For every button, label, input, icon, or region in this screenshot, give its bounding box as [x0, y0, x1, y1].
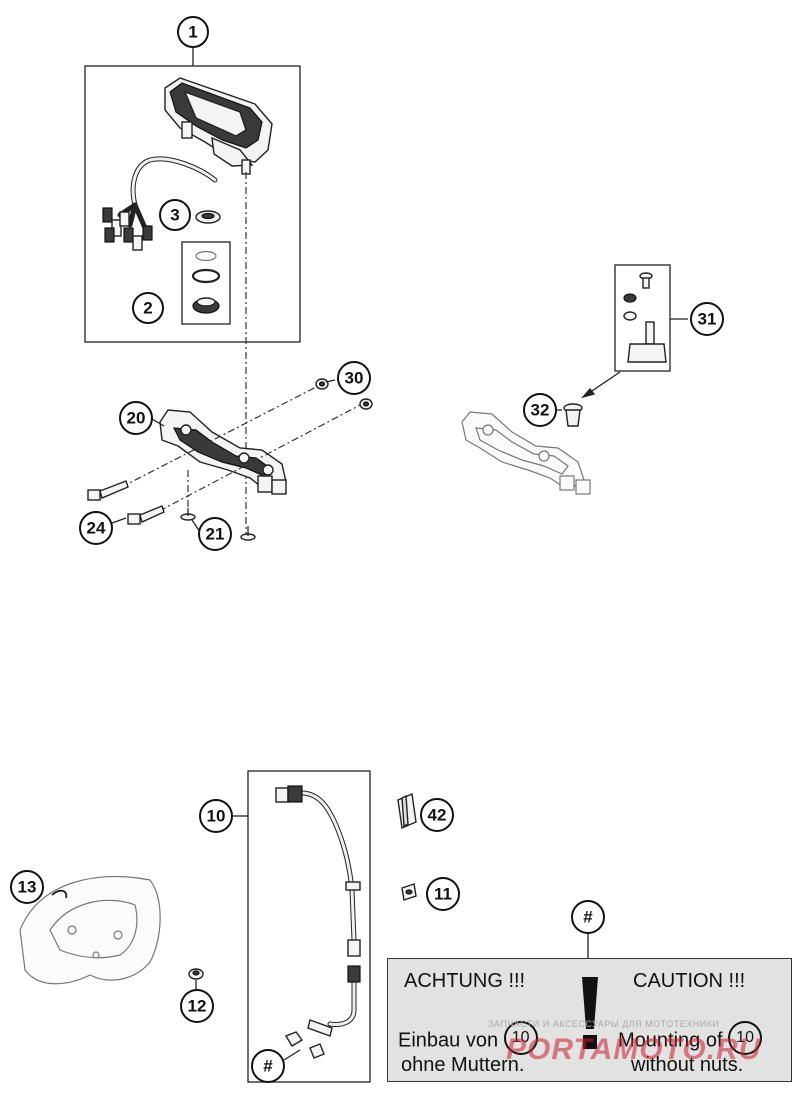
svg-text:11: 11 — [434, 885, 452, 904]
rubber-insert — [563, 403, 583, 427]
mounting-bracket-alt — [461, 411, 591, 495]
callout-11: 11 — [426, 877, 460, 911]
hex-bolt-lower — [127, 505, 165, 525]
exclamation-dot-icon — [583, 1035, 597, 1049]
svg-text:2: 2 — [143, 299, 152, 318]
assembly-frame-2 — [181, 241, 231, 325]
sensor-head — [307, 1019, 333, 1037]
svg-text:12: 12 — [188, 997, 207, 1016]
hex-bolt-upper — [87, 480, 129, 501]
cable-connector-top — [275, 785, 303, 803]
callout-10: 10 — [199, 799, 233, 833]
callout-hash-note: # — [571, 900, 605, 934]
assembly-frame-10 — [247, 770, 371, 1083]
warning-text-de-line1: Einbau von 10 — [398, 1021, 538, 1055]
watermark-logo: PORTAMOTO.RU — [506, 1033, 762, 1066]
callout-30: 30 — [337, 361, 371, 395]
caution-note: ACHTUNG !!! CAUTION !!! Einbau von 10 oh… — [387, 958, 792, 1082]
screw-lower — [240, 526, 256, 541]
o-ring-set — [191, 250, 221, 314]
mounting-bracket — [159, 409, 287, 495]
callout-3: 3 — [159, 199, 191, 231]
retaining-ring — [51, 889, 68, 899]
warning-title-en: CAUTION !!! — [633, 970, 746, 992]
callout-2: 2 — [132, 292, 164, 324]
svg-text:21: 21 — [206, 525, 225, 544]
callout-1: 1 — [177, 16, 209, 48]
svg-text:10: 10 — [207, 807, 226, 826]
callout-21: 21 — [198, 517, 232, 551]
svg-text:13: 13 — [18, 878, 37, 897]
callout-12: 12 — [180, 989, 214, 1023]
connector-plugs — [102, 207, 153, 251]
callout-42: 42 — [420, 798, 454, 832]
warning-text-en-line1: Mounting of 10 — [618, 1021, 763, 1055]
svg-text:3: 3 — [170, 206, 179, 225]
speedometer-unit — [164, 77, 273, 175]
mount-screw-kit — [623, 272, 667, 363]
svg-text:#: # — [583, 908, 593, 927]
speed-sensor-cable — [297, 790, 361, 1027]
flange-nut-lower — [359, 398, 373, 410]
exclamation-icon — [582, 977, 598, 1029]
callout-24: 24 — [79, 511, 113, 545]
svg-text:24: 24 — [87, 519, 106, 538]
screw-upper — [180, 508, 196, 521]
svg-text:1: 1 — [188, 23, 197, 42]
flange-nut-upper — [315, 378, 329, 390]
svg-text:30: 30 — [345, 369, 364, 388]
warning-text-de-prefix: Einbau von — [398, 1029, 499, 1052]
warning-text-en-line2: without nuts. — [631, 1054, 744, 1076]
brake-disc — [19, 875, 161, 985]
svg-text:32: 32 — [531, 401, 550, 420]
warning-ref-en: 10 — [728, 1021, 763, 1055]
spacer-sleeve — [188, 968, 204, 980]
watermark-text: ЗАПЧАСТИ И АКСЕССУАРЫ ДЛЯ МОТОТЕХНИКИ — [488, 1019, 720, 1029]
callout-hash-sensor: # — [251, 1049, 285, 1083]
cable-connector-mid — [347, 939, 361, 983]
svg-text:42: 42 — [428, 806, 447, 825]
callout-31: 31 — [690, 302, 724, 336]
assembly-frame-31 — [614, 264, 671, 372]
nuts-pair — [284, 1031, 325, 1059]
warning-text-de-line2: ohne Muttern. — [401, 1054, 525, 1076]
callout-13: 13 — [10, 870, 44, 904]
callout-32: 32 — [523, 393, 557, 427]
callout-20: 20 — [119, 401, 153, 435]
svg-text:20: 20 — [127, 409, 146, 428]
warning-ref-de: 10 — [503, 1021, 538, 1055]
svg-text:31: 31 — [698, 310, 717, 329]
warning-title-de: ACHTUNG !!! — [404, 970, 526, 992]
warning-text-en-prefix: Mounting of — [618, 1029, 723, 1052]
cable-clip — [397, 792, 417, 830]
cable-grommet — [401, 883, 417, 901]
svg-text:#: # — [263, 1057, 273, 1076]
cap-disc — [195, 210, 221, 224]
